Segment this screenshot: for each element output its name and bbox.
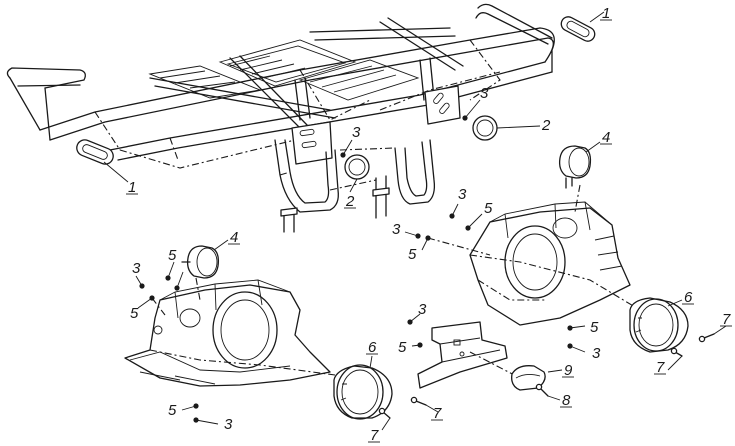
- light-bracket-left: [124, 277, 336, 387]
- rack-frame: [6, 3, 555, 233]
- callout-lens-left: 6: [368, 339, 377, 356]
- callout-plug-right: 2: [541, 117, 551, 134]
- callout-nut-5: 5: [168, 402, 177, 419]
- screws: [378, 325, 727, 431]
- callout-reflector-right: 1: [602, 5, 610, 22]
- callout-plate-light-screw: 8: [562, 392, 571, 409]
- callout-screw-2: 7: [656, 359, 665, 376]
- callout-screw-4: 7: [370, 427, 379, 444]
- callout-washer-6: 3: [224, 416, 233, 433]
- callout-washer-4: 3: [392, 221, 401, 238]
- callout-washer-1: 3: [480, 85, 489, 102]
- callout-labels: 1 1 2 2 3 3 3 3 3 3 3 3 4 4 5 5 5 5 5 5 …: [128, 5, 731, 444]
- bulb-left: [181, 239, 229, 279]
- callout-reflector-left: 1: [128, 179, 136, 196]
- callout-screw-1: 7: [722, 311, 731, 328]
- plug-left: [344, 154, 370, 193]
- callout-nut-2: 5: [408, 246, 417, 263]
- callout-washer-3: 3: [458, 186, 467, 203]
- callout-nut-1: 5: [484, 200, 493, 217]
- callout-nut-3: 5: [168, 247, 177, 264]
- callout-nut-6: 5: [398, 339, 407, 356]
- callout-washer-7: 3: [418, 301, 427, 318]
- callout-screw-3: 7: [433, 405, 442, 422]
- callout-nut-7: 5: [590, 319, 599, 336]
- callout-bulb-left: 4: [230, 229, 238, 246]
- plate-bracket: [417, 321, 521, 389]
- reflector-right: [560, 11, 605, 42]
- lamp-lens-right: [629, 297, 689, 353]
- lamp-lens-left: [333, 355, 393, 420]
- callout-washer-8: 3: [592, 345, 601, 362]
- light-bracket-right: [427, 184, 641, 326]
- callout-plate-light: 9: [564, 362, 573, 379]
- callout-washer-5: 3: [132, 260, 141, 277]
- callout-plug-left: 2: [345, 193, 355, 210]
- fasteners: [135, 99, 586, 425]
- callout-underlines: [126, 19, 732, 443]
- reflector-left: [76, 139, 129, 183]
- callout-lens-right: 6: [684, 289, 693, 306]
- plug-right: [472, 115, 541, 141]
- bulb-right: [558, 141, 601, 189]
- callout-nut-4: 5: [130, 305, 139, 322]
- plate-light-screw: [535, 383, 561, 401]
- plate-light: [511, 365, 563, 391]
- callout-washer-2: 3: [352, 124, 361, 141]
- callout-bulb-right: 4: [602, 129, 610, 146]
